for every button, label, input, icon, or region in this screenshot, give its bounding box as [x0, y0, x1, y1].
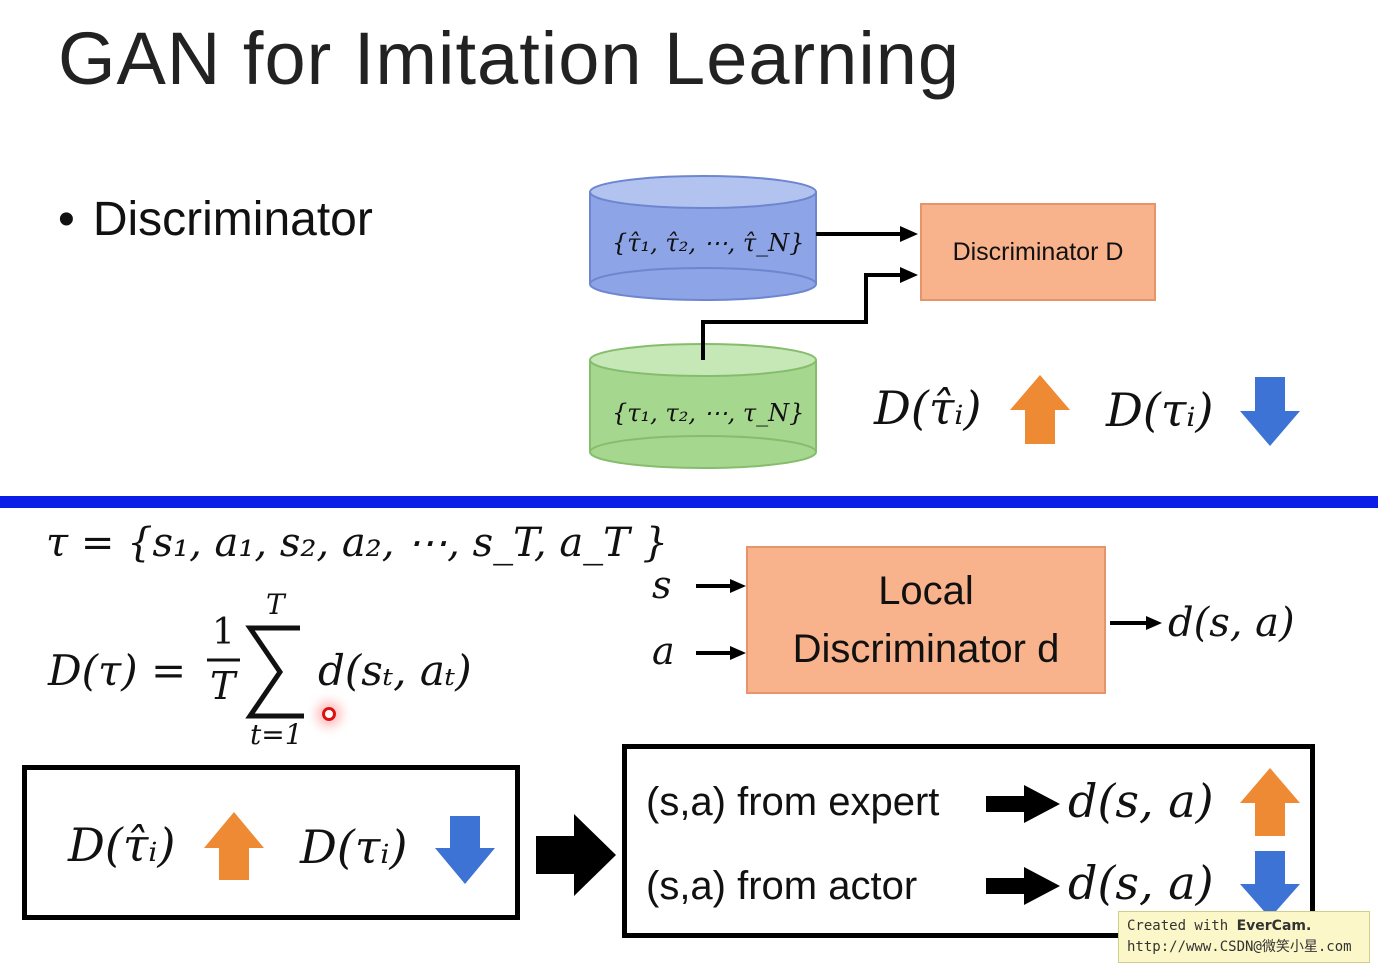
bullet-dot: • [58, 193, 75, 246]
watermark-prefix: Created with [1127, 918, 1237, 934]
a-input-arrow [696, 646, 746, 660]
divider-line [0, 496, 1378, 508]
expert-row-value: d(s, a) [1068, 774, 1214, 828]
actor-row-text: (s,a) from actor [646, 864, 918, 908]
actor-score-top: D(τᵢ) [1106, 383, 1214, 437]
sum-symbol [245, 625, 304, 719]
actor-to-disc-arrow [701, 267, 918, 360]
local-box-line1: Local [878, 569, 974, 613]
actor-set-label: {τ₁, τ₂, ⋯, τ_N} [612, 399, 805, 427]
slide-title: GAN for Imitation Learning [58, 17, 961, 100]
fraction-numerator: 1 [212, 612, 235, 653]
local-discriminator-box: Local Discriminator d [746, 546, 1106, 694]
expert-to-disc-arrow [816, 226, 918, 242]
expert-score-top: D(τ̂ᵢ) [874, 381, 982, 435]
input-s-label: s [652, 563, 672, 607]
implies-arrow [536, 814, 616, 896]
expert-set-label: {τ̂₁, τ̂₂, ⋯, τ̂_N} [612, 229, 805, 257]
d-lhs: D(τ) = [48, 646, 187, 695]
input-a-label: a [652, 629, 675, 673]
down-arrow-icon [1240, 377, 1300, 446]
bullet-text: Discriminator [92, 193, 373, 246]
right-down-arrow-icon [1240, 851, 1300, 918]
expert-row-arrow [986, 785, 1060, 823]
actor-row-arrow [986, 867, 1060, 905]
right-up-arrow-icon [1240, 768, 1300, 836]
actor-score-bottom: D(τᵢ) [300, 820, 408, 874]
actor-row-value: d(s, a) [1068, 856, 1214, 910]
local-output-label: d(s, a) [1168, 600, 1295, 646]
local-score-box [622, 744, 1315, 938]
fraction-denominator: T [210, 664, 236, 708]
expert-score-bottom: D(τ̂ᵢ) [68, 818, 176, 872]
sum-upper-limit: T [266, 588, 285, 621]
trajectory-formula: τ = {s₁, a₁, s₂, a₂, ⋯, s_T, a_T } [46, 520, 669, 566]
output-arrow [1110, 616, 1162, 630]
bullet-item: • Discriminator [58, 192, 373, 247]
sum-lower-limit: t=1 [250, 718, 303, 751]
watermark-brand: EverCam. [1236, 918, 1312, 934]
left-down-arrow-icon [435, 816, 495, 884]
expert-row-text: (s,a) from expert [646, 780, 940, 824]
evercam-watermark: Created with EverCam. http://www.CSDN@微笑… [1118, 911, 1370, 963]
watermark-url: http://www.CSDN@微笑小星.com [1127, 939, 1352, 955]
discriminator-box: Discriminator D [920, 203, 1156, 301]
discriminator-label: Discriminator D [952, 237, 1124, 266]
global-score-box [22, 765, 520, 920]
mouse-cursor-indicator [322, 707, 336, 721]
s-input-arrow [696, 579, 746, 593]
sum-body: d(sₜ, aₜ) [318, 646, 472, 695]
local-box-line2: Discriminator d [792, 627, 1060, 671]
left-up-arrow-icon [204, 812, 264, 880]
expert-cylinder [589, 175, 817, 301]
up-arrow-icon [1010, 375, 1070, 444]
